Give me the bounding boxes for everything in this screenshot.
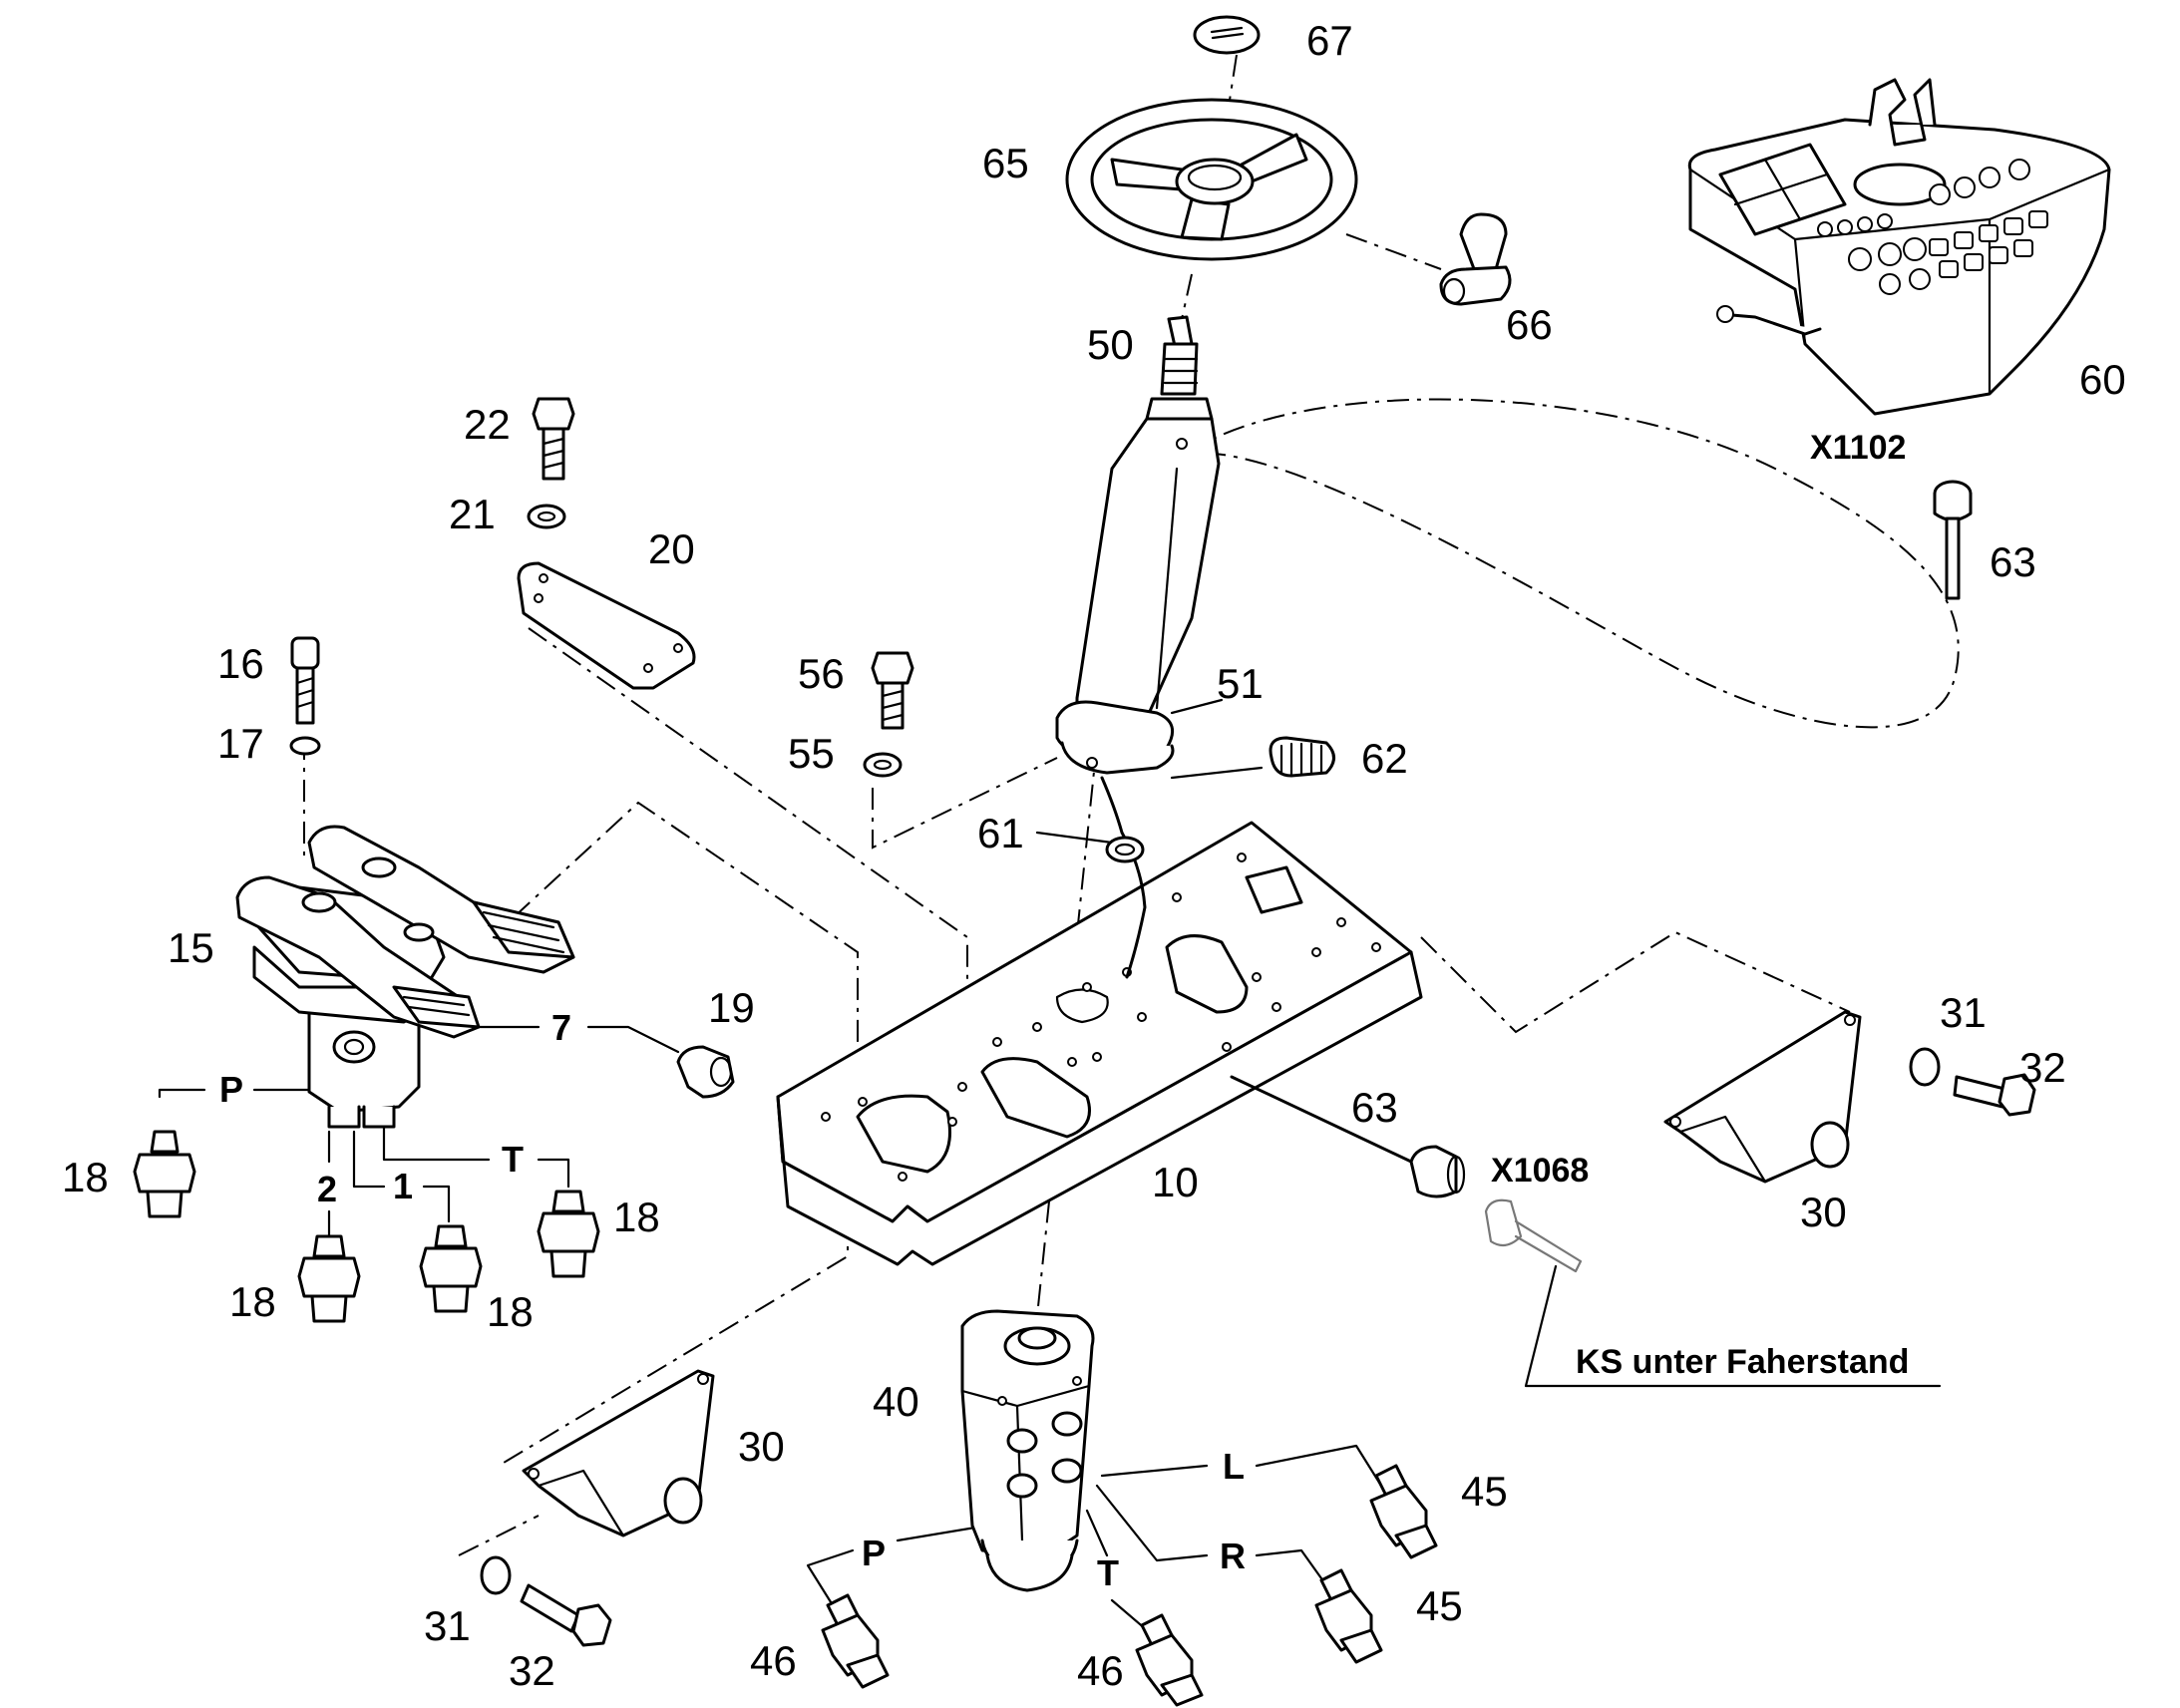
fitting-18-left [133, 1130, 196, 1218]
washer-21 [527, 504, 566, 529]
label-55: 55 [788, 730, 835, 777]
label-61: 61 [977, 810, 1024, 856]
console-60 [1687, 78, 2111, 416]
fitting-45-upper [1369, 1464, 1438, 1559]
fitting-18-bottom-b [419, 1224, 483, 1313]
fitting-18-bottom-a [297, 1234, 361, 1323]
steering-column-50 [1055, 315, 1221, 775]
port-label-t-valve: T [502, 1139, 524, 1180]
port-label-p-orbit: P [862, 1533, 886, 1573]
bolt-32-right [1953, 1073, 2036, 1117]
label-31-right: 31 [1940, 989, 1987, 1036]
label-21: 21 [449, 491, 496, 537]
label-45-lower: 45 [1416, 1582, 1463, 1629]
label-66: 66 [1506, 301, 1553, 348]
port-labels: 7 P T 2 1 L R P T [219, 1007, 1246, 1593]
label-18-right: 18 [613, 1194, 660, 1240]
hose-clamp-62 [1269, 736, 1335, 778]
port-label-1: 1 [393, 1166, 413, 1206]
plate-20 [517, 561, 696, 690]
bolt-22 [532, 397, 575, 481]
washer-55 [863, 752, 903, 778]
port-label-l: L [1223, 1446, 1245, 1487]
label-16: 16 [217, 640, 264, 687]
label-x1068: X1068 [1491, 1152, 1589, 1190]
label-65: 65 [982, 140, 1029, 186]
label-15: 15 [168, 924, 214, 971]
connector-x1068 [1409, 1145, 1583, 1273]
port-label-t-orbit: T [1097, 1552, 1119, 1593]
label-56: 56 [798, 650, 845, 697]
label-67: 67 [1306, 17, 1353, 64]
grommet-61 [1105, 836, 1145, 863]
washer-31-right [1909, 1047, 1941, 1087]
label-40: 40 [873, 1378, 919, 1425]
port-label-7: 7 [551, 1007, 571, 1048]
knob-66 [1439, 212, 1512, 306]
label-30-right: 30 [1800, 1189, 1847, 1235]
fitting-46-left [821, 1593, 890, 1689]
cap-67 [1193, 15, 1261, 55]
leader-lines [158, 54, 1960, 1632]
bolt-56 [871, 651, 914, 730]
port-label-r: R [1220, 1536, 1246, 1576]
part-number-labels: 67 65 66 50 60 X1102 63 22 21 20 16 17 5… [62, 17, 2126, 1694]
connector-x1102-plug-63 [1933, 480, 1973, 600]
washer-31-left [480, 1555, 512, 1595]
label-18-left: 18 [62, 1154, 109, 1200]
port-label-2: 2 [317, 1169, 337, 1209]
steering-unit-40 [960, 1309, 1095, 1592]
label-46-left: 46 [750, 1637, 797, 1684]
bolt-32-left [520, 1583, 612, 1647]
bracket-30-right [1663, 1010, 1862, 1184]
brake-valve-15 [235, 825, 575, 1129]
label-51: 51 [1217, 660, 1264, 707]
label-x1102: X1102 [1810, 429, 1906, 467]
label-32-right: 32 [2019, 1044, 2066, 1091]
label-18-bottom-b: 18 [487, 1288, 534, 1335]
label-32-left: 32 [509, 1647, 555, 1694]
label-20: 20 [648, 525, 695, 572]
steering-wheel-65 [1065, 98, 1358, 261]
label-63-top: 63 [1990, 538, 2036, 585]
fitting-46-right [1135, 1613, 1204, 1707]
label-60: 60 [2079, 356, 2126, 403]
plug-19 [676, 1045, 735, 1099]
label-19: 19 [708, 984, 755, 1031]
label-45-upper: 45 [1461, 1468, 1508, 1515]
annotation-ks: KS unter Faherstand [1576, 1343, 1909, 1381]
floor-plate-10 [776, 821, 1423, 1266]
label-31-left: 31 [424, 1602, 471, 1649]
label-46-right: 46 [1077, 1647, 1124, 1694]
washer-17 [289, 736, 321, 756]
label-10: 10 [1152, 1159, 1199, 1205]
label-22: 22 [464, 401, 511, 448]
fitting-18-right [537, 1190, 600, 1278]
label-18-bottom-a: 18 [229, 1278, 276, 1325]
label-50: 50 [1087, 321, 1134, 368]
label-17: 17 [217, 720, 264, 767]
bracket-30-left [522, 1369, 715, 1537]
fitting-45-lower [1314, 1568, 1383, 1664]
label-30-left: 30 [738, 1423, 785, 1470]
label-63-mid: 63 [1351, 1084, 1398, 1131]
port-label-p-valve: P [219, 1069, 243, 1110]
label-62: 62 [1361, 735, 1408, 782]
bolt-16 [290, 636, 320, 725]
